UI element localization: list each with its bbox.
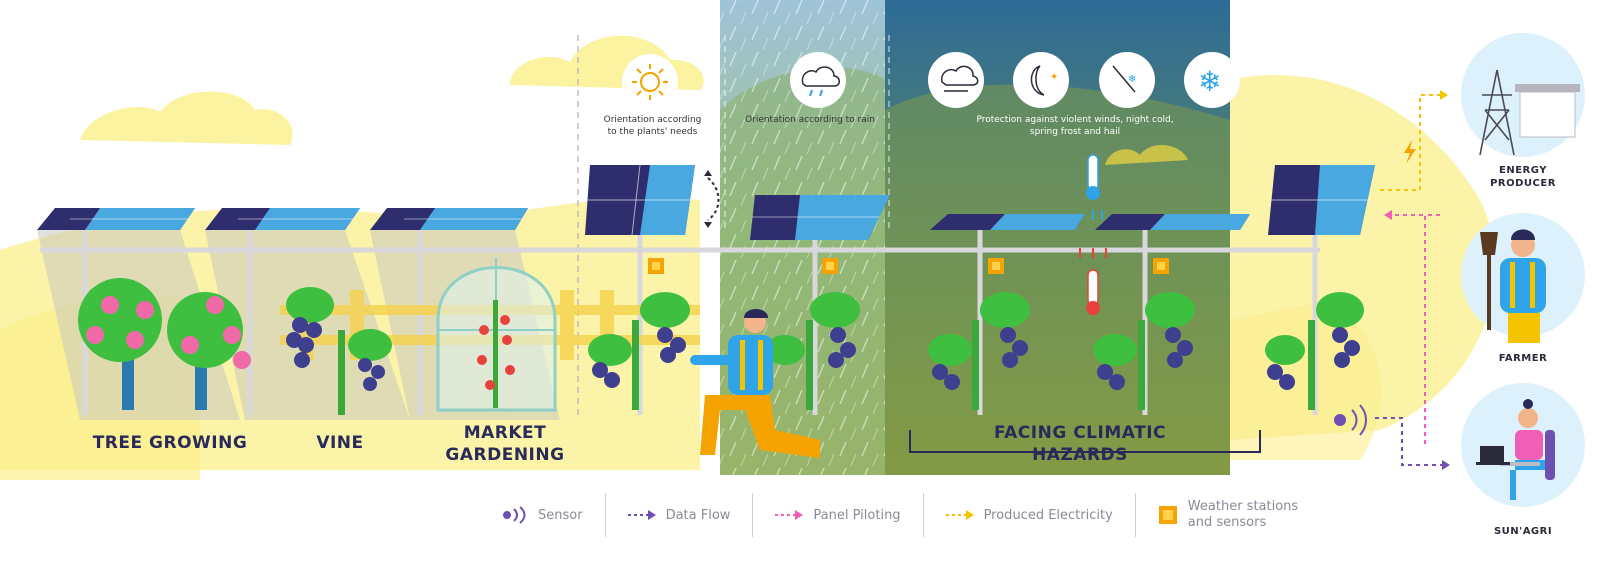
energy-producer-avatar [1461, 33, 1585, 157]
panel-piloting-flow [1424, 214, 1440, 445]
legend-weather-stations: Weather stations and sensors [1136, 493, 1320, 537]
apple-tree [78, 278, 251, 410]
legend-data-flow: Data Flow [606, 493, 754, 537]
caption-plants: Orientation according to the plants' nee… [603, 115, 702, 137]
solar-panel-tilted [585, 164, 695, 236]
farmer-avatar [1461, 213, 1585, 343]
label-climatic-hazards: FACING CLIMATIC HAZARDS [993, 423, 1166, 465]
wind-cloud-icon [928, 52, 984, 108]
thermometer-cold-icon [1086, 154, 1103, 220]
shovel-icon [1480, 232, 1498, 330]
label-tree-growing: TREE GROWING [92, 433, 248, 453]
sensor-icon [502, 506, 528, 524]
label-sunagri: SUN'AGRI [1493, 526, 1553, 537]
grape-vine [286, 287, 392, 415]
weather-sensor [648, 258, 1169, 274]
lightning-icon [1404, 140, 1416, 164]
snowflake-icon: ❄ [1184, 52, 1240, 108]
legend-panel-piloting: Panel Piloting [753, 493, 924, 537]
thermometer-hot-icon [1079, 248, 1107, 315]
grape-vine [588, 292, 690, 410]
hail-icon: ❄ [1099, 52, 1155, 108]
solar-panel [370, 208, 528, 230]
rain-cloud-icon [790, 52, 846, 108]
sensor-icon [1334, 404, 1367, 436]
solar-panel [37, 208, 195, 230]
grape-vine [765, 292, 860, 410]
legend: Sensor Data Flow Panel Piloting Produced… [480, 485, 1370, 545]
label-market-gardening: MARKET GARDENING [445, 423, 565, 465]
caption-protection: Protection against violent winds, night … [976, 115, 1174, 137]
solar-panel-flat [1095, 214, 1250, 230]
svg-text:✦: ✦ [1050, 72, 1058, 83]
electricity-flow [1380, 94, 1440, 191]
solar-panel-tilted [1268, 165, 1375, 235]
grape-vine [1265, 292, 1364, 410]
kneeling-farmer [690, 309, 820, 458]
weather-station-icon [1158, 505, 1178, 525]
svg-text:❄: ❄ [1128, 74, 1136, 85]
solar-panel-rain [750, 195, 890, 240]
svg-text:❄: ❄ [1198, 65, 1221, 98]
legend-produced-electricity: Produced Electricity [924, 493, 1136, 537]
sunagri-avatar [1461, 383, 1585, 507]
label-vine: VINE [316, 433, 364, 453]
solar-panel-flat [930, 214, 1085, 230]
solar-panel [205, 208, 360, 230]
sun-icon [622, 54, 678, 110]
grape-vine [1093, 292, 1195, 410]
data-flow [1375, 417, 1442, 466]
night-moon-icon: ✦ [1013, 52, 1069, 108]
label-energy-producer: ENERGY PRODUCER [1490, 165, 1556, 189]
caption-rain: Orientation according to rain [745, 115, 875, 125]
label-farmer: FARMER [1498, 353, 1548, 364]
rotate-arrow-icon [704, 170, 720, 228]
laptop-icon [1476, 446, 1510, 465]
legend-sensor: Sensor [480, 493, 606, 537]
greenhouse [436, 258, 557, 412]
grape-vine [928, 292, 1030, 410]
hazards-bracket [909, 430, 1261, 453]
electricity-arrow-icon [945, 509, 974, 521]
panel-piloting-arrow-icon [775, 509, 804, 521]
pylon-icon [1479, 69, 1515, 156]
data-flow-arrow-icon [627, 509, 656, 521]
